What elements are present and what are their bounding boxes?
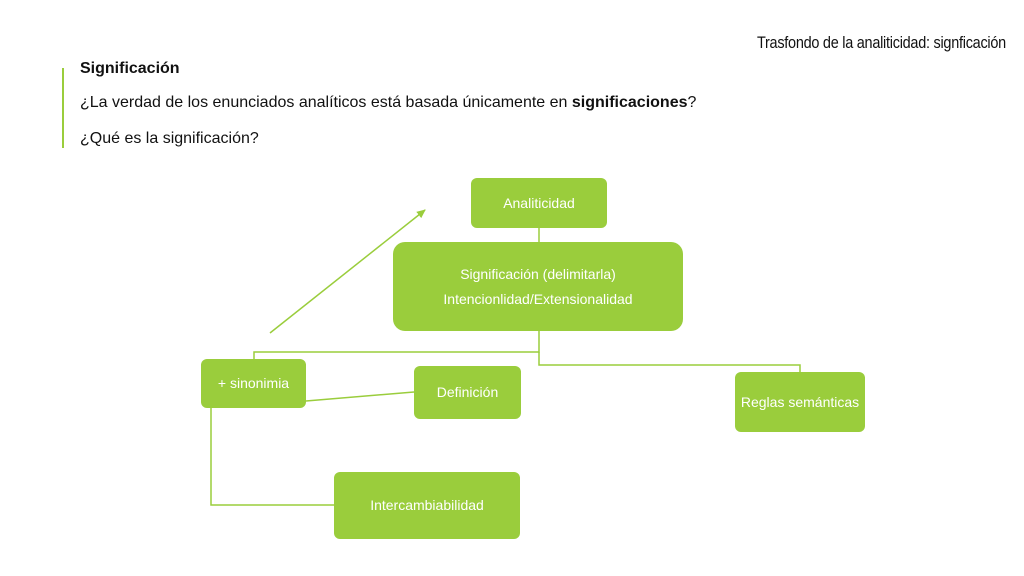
slide-title: Trasfondo de la analiticidad: signficaci… — [756, 33, 1006, 52]
accent-bar — [62, 68, 64, 148]
node-sinonimia-label: + sinonimia — [217, 375, 290, 392]
node-significacion-line1: Significación (delimitarla) — [460, 266, 616, 282]
node-analiticidad-label: Analiticidad — [503, 194, 575, 211]
question-1: ¿La verdad de los enunciados analíticos … — [80, 94, 696, 112]
connector-significacion-sinonimia — [253, 331, 540, 359]
question-2: ¿Qué es la significación? — [80, 130, 259, 147]
arrow-sinonimia-to-analiticidad — [269, 209, 426, 334]
node-definicion: Definición — [414, 366, 521, 419]
question-1-bold: significaciones — [571, 94, 688, 111]
node-reglas-semanticas: Reglas semánticas — [735, 372, 865, 432]
connector-significacion-reglas — [538, 352, 801, 372]
question-1-suffix: ? — [687, 94, 697, 111]
node-intercambiabilidad-label: Intercambiabilidad — [370, 497, 484, 514]
node-significacion-line2: Intencionlidad/Extensionalidad — [443, 290, 633, 307]
node-significacion: Significación (delimitarla) Intencionlid… — [393, 242, 683, 331]
node-definicion-label: Definición — [436, 384, 499, 401]
connector-sinonimia-definicion — [305, 391, 415, 402]
section-heading: Significación — [80, 60, 180, 77]
node-analiticidad: Analiticidad — [471, 178, 607, 228]
question-1-prefix: ¿La verdad de los enunciados analíticos … — [80, 94, 572, 111]
node-reglas-label: Reglas semánticas — [740, 393, 860, 410]
node-intercambiabilidad: Intercambiabilidad — [334, 472, 520, 539]
connector-sinonimia-intercambiabilidad — [210, 408, 334, 506]
node-sinonimia: + sinonimia — [201, 359, 306, 408]
